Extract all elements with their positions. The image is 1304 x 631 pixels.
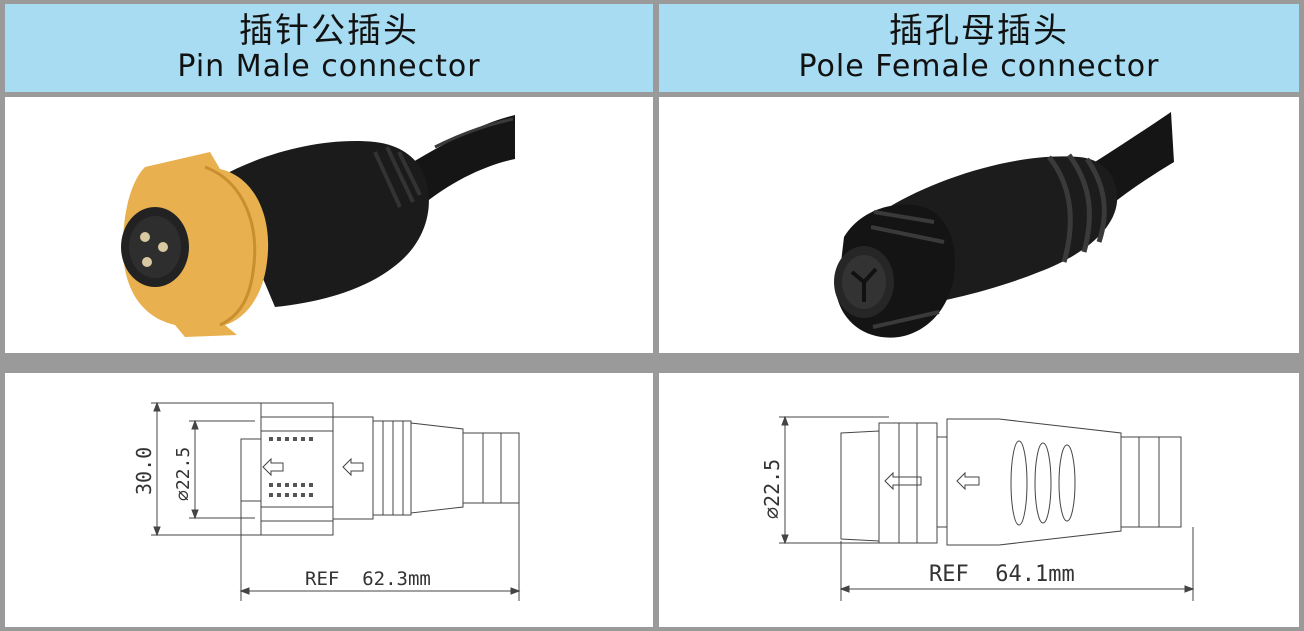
header-male: 插针公插头 Pin Male connector — [5, 4, 653, 92]
title-en-female: Pole Female connector — [798, 49, 1160, 84]
header-female: 插孔母插头 Pole Female connector — [659, 4, 1299, 92]
length-label-female: REF 64.1mm — [929, 562, 1075, 587]
diameter-label-female: ⌀22.5 — [760, 459, 784, 519]
male-connector-image — [121, 115, 515, 337]
photo-female-connector — [659, 97, 1299, 353]
title-cn-male: 插针公插头 — [239, 11, 419, 51]
drawing-male-connector: 30.0 ⌀22.5 REF 62.3mm — [5, 373, 653, 627]
male-technical-drawing: 30.0 ⌀22.5 REF 62.3mm — [132, 401, 521, 601]
female-connector-image — [834, 112, 1174, 338]
length-label-male: REF 62.3mm — [305, 568, 431, 590]
title-cn-female: 插孔母插头 — [889, 11, 1069, 51]
title-en-male: Pin Male connector — [177, 49, 481, 84]
drawing-female-connector: ⌀22.5 REF 64.1mm — [659, 373, 1299, 627]
diameter-label-male: ⌀22.5 — [173, 447, 194, 501]
photo-male-connector — [5, 97, 653, 353]
female-technical-drawing: ⌀22.5 REF 64.1mm — [760, 415, 1195, 601]
height-label-male: 30.0 — [132, 447, 156, 495]
